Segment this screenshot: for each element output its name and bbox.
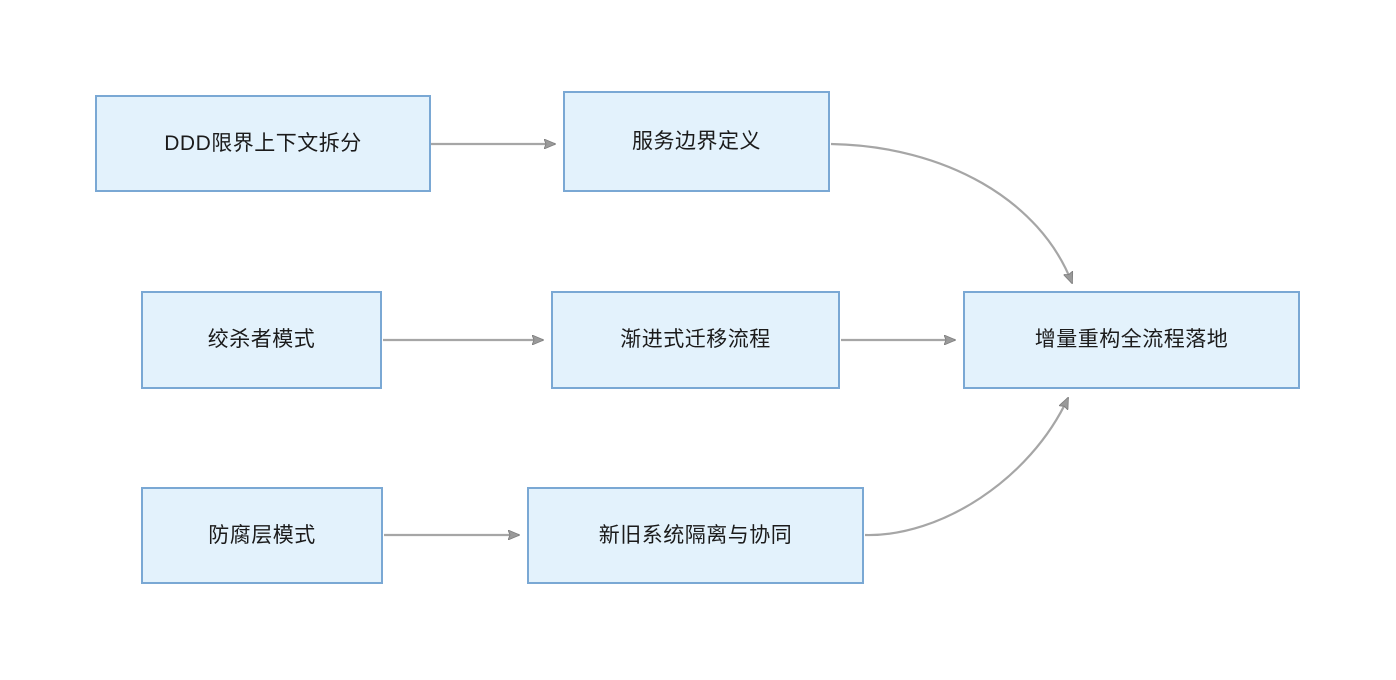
node-anti-corruption-label: 防腐层模式	[208, 523, 316, 547]
node-incremental-refactor-label: 增量重构全流程落地	[1034, 328, 1229, 352]
node-service-boundary-label: 服务边界定义	[632, 129, 761, 153]
edge-legacy-to-incremental	[864, 398, 1069, 537]
node-service-boundary[interactable]: 服务边界定义	[563, 91, 830, 192]
node-progressive-migration-label: 渐进式迁移流程	[620, 328, 771, 352]
node-anti-corruption[interactable]: 防腐层模式	[141, 487, 383, 584]
node-ddd-label: DDD限界上下文拆分	[164, 131, 362, 155]
node-strangler-label: 绞杀者模式	[207, 328, 316, 352]
edge-service-boundary-to-incremental	[830, 142, 1072, 283]
node-strangler[interactable]: 绞杀者模式	[141, 291, 382, 389]
node-legacy-isolation-label: 新旧系统隔离与协同	[598, 523, 793, 547]
node-incremental-refactor[interactable]: 增量重构全流程落地	[963, 291, 1300, 389]
node-legacy-isolation[interactable]: 新旧系统隔离与协同	[527, 487, 864, 584]
node-ddd[interactable]: DDD限界上下文拆分	[95, 95, 431, 192]
node-progressive-migration[interactable]: 渐进式迁移流程	[551, 291, 840, 389]
